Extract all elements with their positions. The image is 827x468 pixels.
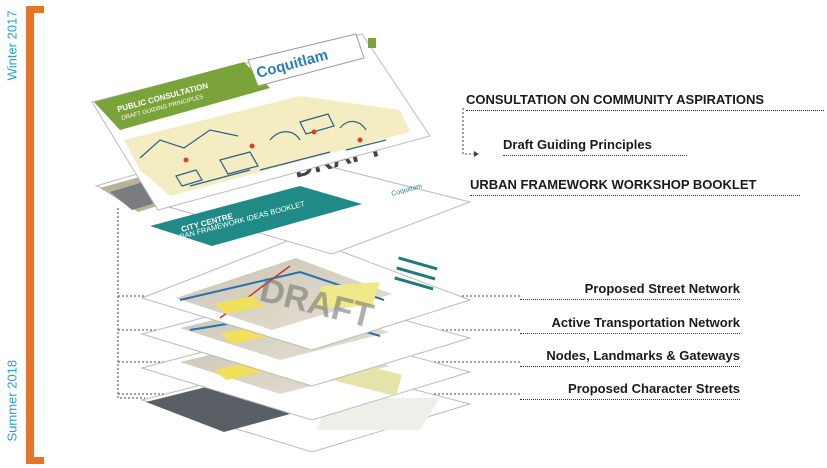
map-sheet-1: DRAFT — [140, 235, 472, 351]
callout-draft-guiding-principles: Draft Guiding Principles — [503, 137, 687, 156]
consultation-document-cover: PUBLIC CONSULTATION DRAFT GUIDING PRINCI… — [91, 33, 431, 211]
callout-street-network: Proposed Street Network — [520, 281, 740, 300]
callout-active-transportation: Active Transportation Network — [520, 315, 740, 334]
callout-character-streets: Proposed Character Streets — [520, 381, 740, 400]
callout-workshop-booklet: URBAN FRAMEWORK WORKSHOP BOOKLET — [470, 177, 800, 196]
callout-consultation-aspirations: CONSULTATION ON COMMUNITY ASPIRATIONS — [466, 92, 824, 111]
consultation-sketch — [139, 113, 387, 187]
timeline-bracket — [26, 6, 44, 464]
callout-nodes-landmarks: Nodes, Landmarks & Gateways — [520, 348, 740, 367]
